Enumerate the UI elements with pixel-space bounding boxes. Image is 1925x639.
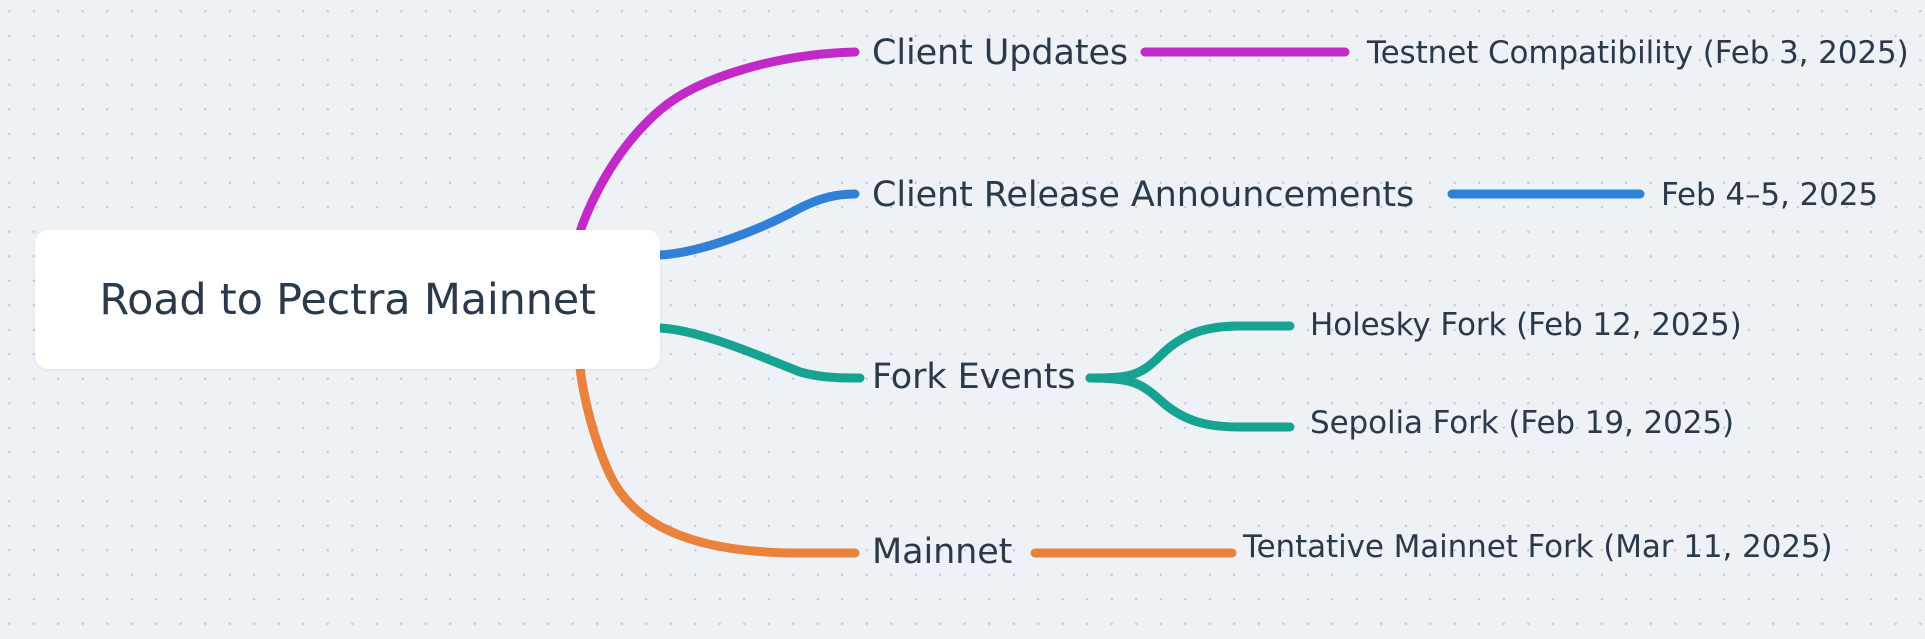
branch-label-client-release-announcements[interactable]: Client Release Announcements [872,175,1415,215]
leaf-label-holesky-fork[interactable]: Holesky Fork (Feb 12, 2025) [1310,307,1742,343]
leaf-label-sepolia-fork[interactable]: Sepolia Fork (Feb 19, 2025) [1310,405,1734,441]
connector-fork-events-holesky [1085,321,1295,383]
branch-label-client-updates[interactable]: Client Updates [872,33,1129,73]
connector-root-client-release [655,189,860,260]
connector-root-mainnet [575,362,860,558]
connector-root-fork-events [655,323,865,383]
branch-label-fork-events[interactable]: Fork Events [872,357,1076,397]
connector-fork-events-sepolia [1085,373,1295,432]
branch-label-mainnet[interactable]: Mainnet [872,532,1013,572]
leaf-label-feb-4-5-2025[interactable]: Feb 4–5, 2025 [1661,177,1878,213]
leaf-label-testnet-compatibility[interactable]: Testnet Compatibility (Feb 3, 2025) [1367,35,1909,71]
connector-root-client-updates [575,47,860,237]
leaf-label-tentative-mainnet-fork[interactable]: Tentative Mainnet Fork (Mar 11, 2025) [1243,529,1833,565]
root-node-label: Road to Pectra Mainnet [99,274,596,325]
root-node[interactable]: Road to Pectra Mainnet [35,230,660,369]
